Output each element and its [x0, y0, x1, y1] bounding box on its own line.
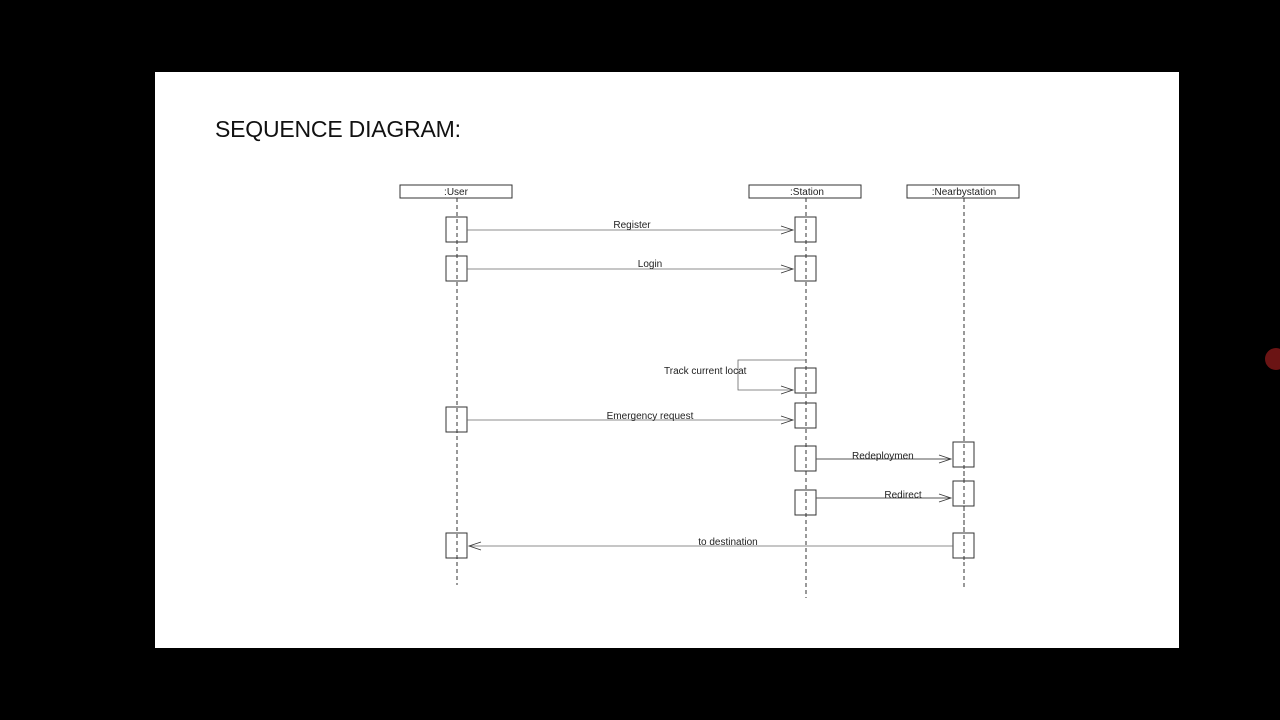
lifeline-user-label: :User — [444, 187, 469, 198]
message-track-location: Track current locat — [664, 359, 806, 395]
message-emergency-request: Emergency request — [467, 411, 795, 425]
message-login-label: Login — [638, 259, 662, 270]
lifeline-station-label: :Station — [790, 187, 824, 198]
message-emergency-request-label: Emergency request — [607, 411, 694, 422]
record-button[interactable] — [1265, 348, 1280, 370]
message-to-destination-label: to destination — [698, 537, 758, 548]
slide: SEQUENCE DIAGRAM: :User :Station :Nearby… — [155, 72, 1179, 648]
lifeline-nearbystation-label: :Nearbystation — [932, 187, 996, 198]
lifeline-user: :User — [399, 184, 513, 585]
message-to-destination: to destination — [467, 537, 953, 551]
message-track-location-label: Track current locat — [664, 366, 747, 377]
sequence-diagram: :User :Station :Nearbystation — [399, 184, 1020, 598]
lifeline-nearbystation: :Nearbystation — [906, 184, 1020, 590]
message-register: Register — [467, 220, 795, 235]
message-login: Login — [467, 259, 795, 274]
message-register-label: Register — [613, 220, 651, 231]
message-redeployment: Redeploymen — [816, 451, 953, 464]
message-redirect: Redirect — [816, 490, 953, 503]
slide-title: SEQUENCE DIAGRAM: — [215, 116, 461, 142]
message-redirect-label: Redirect — [884, 490, 921, 501]
message-redeployment-label: Redeploymen — [852, 451, 914, 462]
